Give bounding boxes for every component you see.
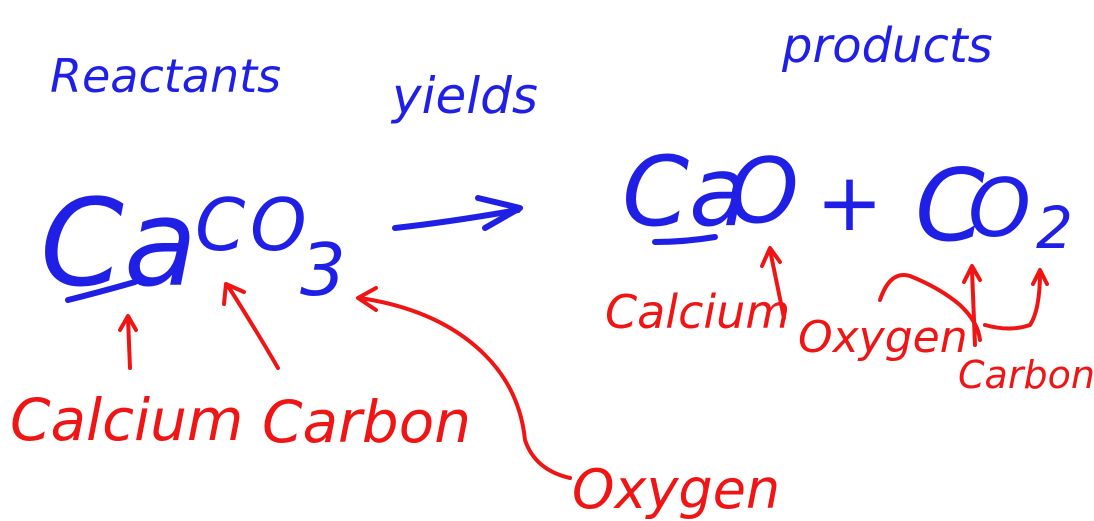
reactant-ca-underline: [65, 279, 138, 303]
carbon-left-arrow: [222, 282, 280, 370]
reactants-heading: Reactants: [50, 49, 281, 103]
calcium-label-right: Calcium: [605, 285, 790, 339]
calcium-left-arrow: [118, 314, 138, 370]
oxygen-label-right: Oxygen: [798, 312, 968, 363]
carbon-label-left: Carbon: [262, 388, 471, 456]
product-ca-underline: [652, 234, 718, 245]
products-heading: products: [781, 18, 993, 74]
product-ca: Ca: [622, 136, 748, 248]
product-o2: O: [968, 162, 1031, 255]
yields-heading: yields: [390, 67, 538, 125]
yields-arrow: [392, 195, 523, 231]
oxygen-label-bottom: Oxygen: [572, 458, 780, 521]
reactant-o: O: [250, 183, 307, 267]
reactant-c: C: [195, 183, 246, 267]
carbon-right-arrows: [878, 264, 1049, 347]
oxygen-right-arrow: [760, 246, 786, 320]
product-subscript-2: 2: [1036, 194, 1073, 262]
carbon-label-right: Carbon: [958, 353, 1094, 397]
calcium-label-left: Calcium: [10, 386, 243, 454]
plus-sign: +: [816, 156, 883, 249]
product-o: O: [728, 139, 799, 244]
oxygen-bottom-arrow: [356, 286, 572, 480]
reactant-subscript-3: 3: [300, 228, 346, 312]
product-c: C: [915, 147, 985, 264]
reactant-ca: Ca: [40, 175, 197, 314]
